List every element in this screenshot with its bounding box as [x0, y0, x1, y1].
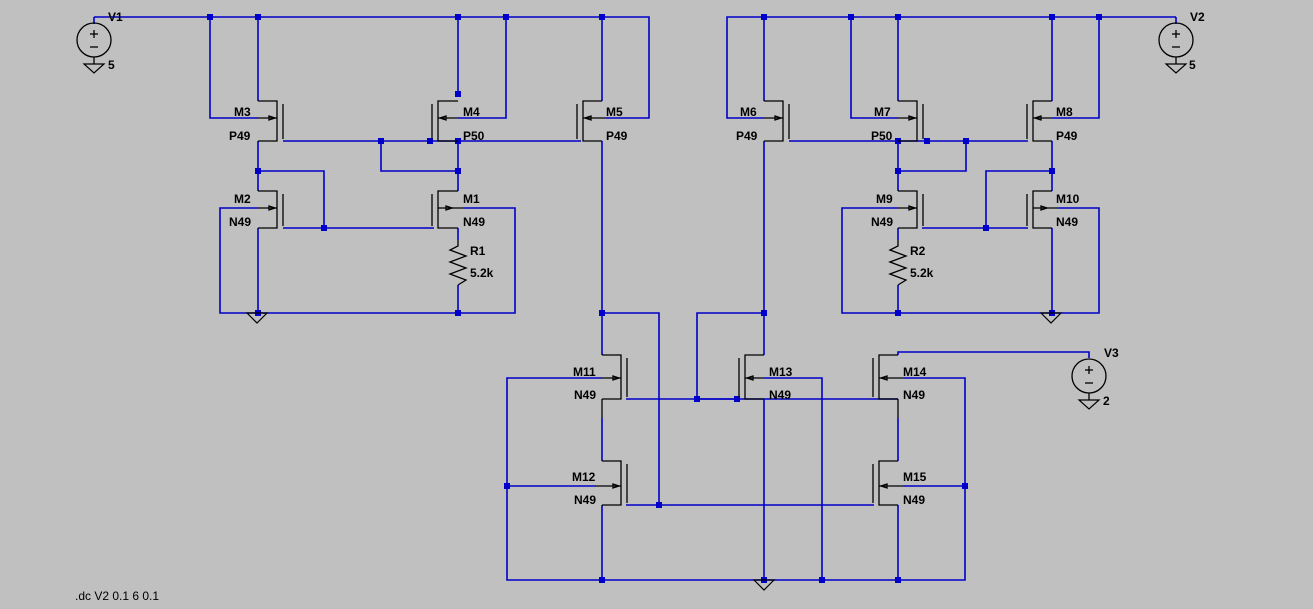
- m2-name-label: M2: [234, 192, 251, 206]
- v3-name-label: V3: [1104, 346, 1119, 360]
- m7-name-label: M7: [874, 105, 891, 119]
- m15-model-label: N49: [903, 493, 925, 507]
- m7-model-label: P50: [871, 129, 893, 143]
- mosfet-m9[interactable]: M9 N49: [871, 190, 924, 229]
- voltage-source-v2[interactable]: V2 5: [1158, 10, 1205, 74]
- m10-name-label: M10: [1056, 192, 1080, 206]
- m8-model-label: P49: [1056, 129, 1078, 143]
- ground-symbol-bottom: [752, 579, 776, 591]
- m5-model-label: P49: [606, 129, 628, 143]
- v3-value-label: 2: [1103, 394, 1110, 408]
- spice-directive[interactable]: .dc V2 0.1 6 0.1: [75, 589, 159, 603]
- ground-symbol-left: [245, 312, 269, 324]
- mosfet-m13[interactable]: M13 N49: [738, 354, 793, 402]
- mosfet-m15[interactable]: M15 N49: [872, 460, 927, 507]
- m4-name-label: M4: [463, 105, 480, 119]
- m9-name-label: M9: [876, 192, 893, 206]
- mosfet-m7[interactable]: M7 P50: [871, 100, 924, 143]
- m2-model-label: N49: [229, 215, 251, 229]
- m3-name-label: M3: [234, 105, 251, 119]
- resistor-r2[interactable]: R2 5.2k: [888, 240, 934, 286]
- m11-name-label: M11: [573, 365, 596, 379]
- m6-model-label: P49: [736, 129, 758, 143]
- m9-model-label: N49: [871, 215, 893, 229]
- mosfet-m11[interactable]: M11 N49: [573, 354, 628, 418]
- mosfet-m2[interactable]: M2 N49: [229, 190, 284, 229]
- m12-model-label: N49: [574, 493, 596, 507]
- m14-model-label: N49: [903, 388, 925, 402]
- m14-name-label: M14: [903, 365, 927, 379]
- m13-model-label: N49: [769, 388, 791, 402]
- resistor-r1[interactable]: R1 5.2k: [448, 240, 494, 286]
- ground-symbol-right: [1039, 312, 1063, 324]
- r2-name-label: R2: [910, 244, 926, 258]
- v2-name-label: V2: [1190, 10, 1205, 24]
- m3-model-label: P49: [229, 129, 251, 143]
- m15-name-label: M15: [903, 470, 927, 484]
- m4-model-label: P50: [463, 129, 485, 143]
- junction-dots: [207, 14, 1102, 583]
- mosfet-m8[interactable]: M8 P49: [1026, 100, 1078, 143]
- m1-name-label: M1: [463, 192, 480, 206]
- r1-name-label: R1: [470, 244, 486, 258]
- wires: [93, 16, 1177, 581]
- r2-value-label: 5.2k: [910, 266, 934, 280]
- v2-value-label: 5: [1189, 58, 1196, 72]
- m1-model-label: N49: [463, 215, 485, 229]
- m6-name-label: M6: [740, 105, 757, 119]
- mosfet-m3[interactable]: M3 P49: [229, 100, 284, 143]
- mosfet-m1[interactable]: M1 N49: [431, 190, 485, 229]
- voltage-source-v1[interactable]: V1 5: [76, 10, 123, 74]
- mosfet-m4[interactable]: M4 P50: [431, 100, 485, 143]
- m12-name-label: M12: [572, 470, 596, 484]
- r1-value-label: 5.2k: [470, 266, 494, 280]
- mosfet-m12[interactable]: M12 N49: [572, 460, 628, 507]
- voltage-source-v3[interactable]: V3 2: [1071, 346, 1119, 410]
- m5-name-label: M5: [606, 105, 623, 119]
- m10-model-label: N49: [1056, 215, 1078, 229]
- mosfet-m5[interactable]: M5 P49: [576, 100, 628, 143]
- mosfet-m10[interactable]: M10 N49: [1026, 190, 1080, 229]
- v1-name-label: V1: [108, 10, 123, 24]
- m8-name-label: M8: [1056, 105, 1073, 119]
- m13-name-label: M13: [769, 365, 793, 379]
- mosfet-m6[interactable]: M6 P49: [736, 100, 790, 143]
- v1-value-label: 5: [108, 58, 115, 72]
- mosfet-m14[interactable]: M14 N49: [872, 354, 927, 418]
- m11-model-label: N49: [574, 388, 596, 402]
